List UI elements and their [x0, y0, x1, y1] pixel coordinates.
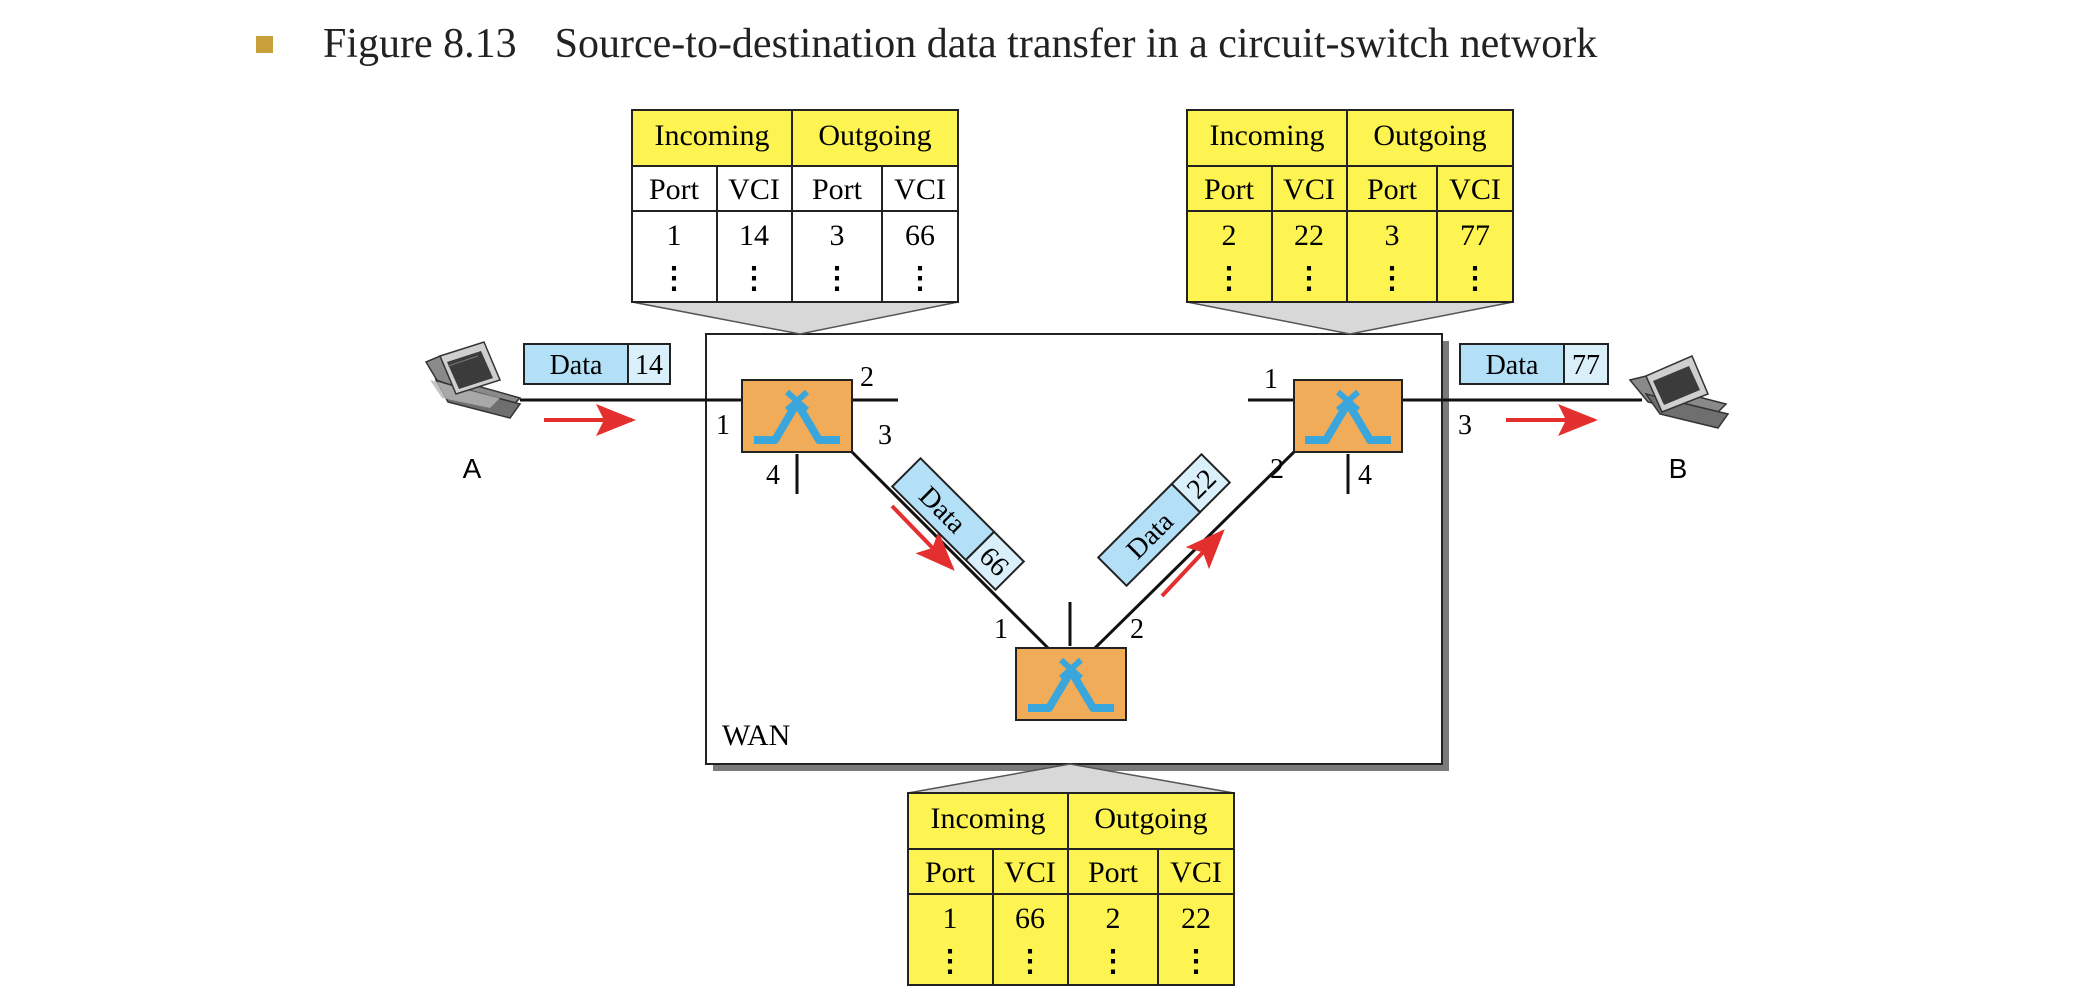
switch-cross-icon	[784, 389, 810, 413]
table-subheader: VCI	[728, 173, 780, 206]
host-b-label: B	[1669, 453, 1688, 484]
table-body-bg	[631, 165, 959, 303]
table-subheader: VCI	[1449, 173, 1501, 206]
frame-data-label: Data	[550, 350, 603, 381]
table-more: ⋮	[935, 945, 965, 978]
frame-vci-cell	[964, 530, 1026, 592]
switch-s1	[741, 379, 853, 453]
figure-title: Source-to-destination data transfer in a…	[554, 21, 1598, 67]
table-subheader: Port	[925, 856, 976, 889]
s1-port-4: 4	[766, 460, 780, 491]
table-more: ⋮	[739, 262, 769, 295]
table-subheader: Port	[1367, 173, 1418, 206]
switch-table-t2: Incoming Outgoing Port VCI Port VCI 2 22…	[1186, 109, 1514, 303]
table-header-bg	[631, 109, 959, 167]
table-more: ⋮	[822, 262, 852, 295]
switch-s2	[1293, 379, 1403, 453]
table-cell-out-vci: 66	[905, 219, 935, 252]
table-bg	[1186, 109, 1514, 303]
table-more: ⋮	[1015, 945, 1045, 978]
frame-s2-b: Data 77	[1459, 343, 1609, 385]
switch-table-t3: Incoming Outgoing Port VCI Port VCI 1 66…	[907, 792, 1235, 986]
table-subheader: VCI	[1004, 856, 1056, 889]
switch-table-t1: Incoming Outgoing Port VCI Port VCI 1 14…	[631, 109, 959, 303]
table-cell-out-vci: 77	[1460, 219, 1490, 252]
frame-s1-s3: Data 66	[890, 456, 1026, 592]
s2-port-2: 2	[1270, 454, 1284, 485]
s1-port-2: 2	[860, 362, 874, 393]
table-header-outgoing: Outgoing	[818, 119, 931, 152]
s2-port-1: 1	[1264, 364, 1278, 395]
s3-port-2: 2	[1130, 614, 1144, 645]
flow-arrows	[544, 404, 1598, 598]
table-cell-in-vci: 22	[1294, 219, 1324, 252]
table-more: ⋮	[659, 262, 689, 295]
s2-port-4: 4	[1358, 460, 1372, 491]
table-subheader: Port	[812, 173, 863, 206]
switch-cross-icon	[1058, 657, 1084, 681]
table-subheader: Port	[649, 173, 700, 206]
figure-caption: Figure 8.13 Source-to-destination data tr…	[256, 18, 1597, 70]
frame-vci-cell	[1170, 452, 1232, 514]
table-more: ⋮	[1181, 945, 1211, 978]
flow-arrow-icon	[1160, 529, 1225, 598]
table-subheader: VCI	[1283, 173, 1335, 206]
table-cell-out-port: 2	[1106, 902, 1121, 935]
table-header-incoming: Incoming	[655, 119, 770, 152]
flow-arrow-icon	[890, 504, 955, 571]
frame-data-cell	[1459, 343, 1565, 385]
frame-vci-label: 14	[635, 350, 663, 381]
table-more: ⋮	[1214, 262, 1244, 295]
caption-bullet	[256, 35, 273, 53]
s1-port-1: 1	[716, 410, 730, 441]
table-cell-in-port: 2	[1222, 219, 1237, 252]
table-cell-in-port: 1	[943, 902, 958, 935]
laptop-icon	[1628, 355, 1730, 429]
table-cell-out-vci: 22	[1181, 902, 1211, 935]
table-cell-in-vci: 14	[739, 219, 769, 252]
table-more: ⋮	[1460, 262, 1490, 295]
table-more: ⋮	[1098, 945, 1128, 978]
s3-port-1: 1	[994, 614, 1008, 645]
callout-wedge-t2	[1186, 301, 1514, 335]
switch-cross-icon	[1335, 389, 1361, 413]
table-cell-in-port: 1	[667, 219, 682, 252]
frame-vci-label: 77	[1572, 350, 1600, 381]
table-bg	[907, 792, 1235, 986]
table-more: ⋮	[1294, 262, 1324, 295]
wan-label: WAN	[722, 719, 790, 752]
table-more: ⋮	[1377, 262, 1407, 295]
s2-port-3: 3	[1458, 410, 1472, 441]
s1-port-3: 3	[878, 420, 892, 451]
table-cell-in-vci: 66	[1015, 902, 1045, 935]
switch-s3	[1015, 647, 1127, 721]
figure-number: Figure 8.13	[323, 21, 517, 67]
host-a-label: A	[463, 453, 482, 484]
table-more: ⋮	[905, 262, 935, 295]
callout-wedge-t1	[631, 301, 959, 335]
host-a: A	[424, 341, 522, 484]
table-header-incoming: Incoming	[1210, 119, 1325, 152]
frame-vci-cell	[627, 343, 671, 385]
table-header-outgoing: Outgoing	[1373, 119, 1486, 152]
table-cell-out-port: 3	[830, 219, 845, 252]
table-header-incoming: Incoming	[931, 802, 1046, 835]
port-labels: 1 2 3 4 1 2 3 4 1 2	[716, 362, 1472, 645]
frame-vci-cell	[1563, 343, 1609, 385]
table-header-outgoing: Outgoing	[1094, 802, 1207, 835]
laptop-icon	[424, 341, 522, 419]
frame-a-s1: Data 14	[523, 343, 671, 385]
table-subheader: VCI	[894, 173, 946, 206]
table-subheader: Port	[1088, 856, 1139, 889]
frame-data-label: Data	[1486, 350, 1539, 381]
table-subheader: Port	[1204, 173, 1255, 206]
table-cell-out-port: 3	[1385, 219, 1400, 252]
host-b: B	[1628, 355, 1730, 484]
table-subheader: VCI	[1170, 856, 1222, 889]
